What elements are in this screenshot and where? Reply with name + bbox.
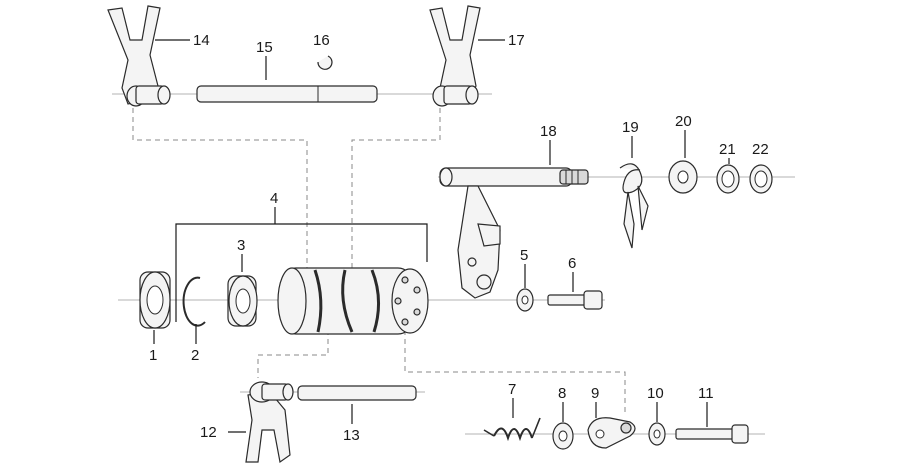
callout-11: 11 <box>698 385 714 402</box>
callout-12: 12 <box>200 424 217 441</box>
guide-fork-12 <box>257 330 329 378</box>
washer-5 <box>516 288 534 312</box>
callout-18: 18 <box>540 123 557 140</box>
bolt-11 <box>675 424 749 444</box>
callout-14: 14 <box>193 32 210 49</box>
shift-drum-4 <box>277 267 429 335</box>
callout-21: 21 <box>719 141 736 158</box>
callout-9: 9 <box>591 385 599 402</box>
dashed-guides <box>132 108 626 415</box>
callout-17: 17 <box>508 32 525 49</box>
callout-5: 5 <box>520 247 528 264</box>
callout-22: 22 <box>752 141 769 158</box>
guide-fork-14 <box>132 108 308 270</box>
leader-lines <box>153 39 730 433</box>
callout-6: 6 <box>568 255 576 272</box>
washer-10 <box>648 422 666 446</box>
shift-fork-17 <box>429 5 481 107</box>
stopper-plate-9 <box>587 417 636 449</box>
fork-shaft-13 <box>297 385 417 401</box>
callout-3: 3 <box>237 237 245 254</box>
shift-fork-12 <box>245 381 294 464</box>
callout-15: 15 <box>256 39 273 56</box>
axis-lines <box>112 93 795 435</box>
washer-21 <box>716 164 740 194</box>
washer-20 <box>668 160 698 194</box>
washer-22 <box>749 164 773 194</box>
callout-4: 4 <box>270 190 278 207</box>
callout-13: 13 <box>343 427 360 444</box>
screw-6 <box>547 290 603 310</box>
callout-labels: 14 15 16 17 18 19 20 21 22 4 3 5 6 1 2 1… <box>149 32 769 444</box>
callout-7: 7 <box>508 381 516 398</box>
guide-fork-17 <box>351 108 441 270</box>
callout-8: 8 <box>558 385 566 402</box>
bushing-8 <box>552 422 574 450</box>
shift-fork-14 <box>107 5 171 107</box>
bearing-1 <box>139 271 171 329</box>
callout-20: 20 <box>675 113 692 130</box>
bearing-3 <box>227 275 258 327</box>
leader-4-bracket <box>175 223 428 322</box>
fork-shaft-15 <box>196 85 378 103</box>
guide-plate-9 <box>404 330 626 415</box>
callout-16: 16 <box>313 32 330 49</box>
callout-1: 1 <box>149 347 157 364</box>
spring-7 <box>483 417 541 442</box>
callout-19: 19 <box>622 119 639 136</box>
callout-10: 10 <box>647 385 664 402</box>
snap-ring-2 <box>182 276 206 327</box>
shift-shaft-18 <box>439 167 589 299</box>
callout-2: 2 <box>191 347 199 364</box>
return-spring-19 <box>619 163 649 249</box>
circlip-16 <box>317 55 333 70</box>
